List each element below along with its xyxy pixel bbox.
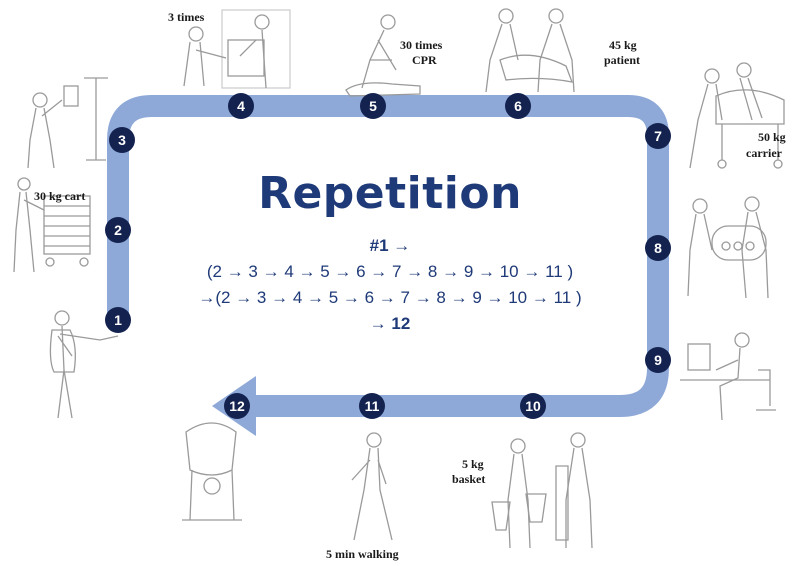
step-badge-6: 6 — [505, 93, 531, 119]
label-3-times: 3 times — [168, 10, 205, 24]
figure-carrier-icon — [689, 62, 785, 169]
figure-computer-icon — [680, 332, 776, 421]
figure-basket-icon — [491, 432, 593, 549]
step-badge-4: 4 — [228, 93, 254, 119]
figure-walking-icon — [351, 432, 393, 541]
figure-box-icon — [183, 9, 291, 89]
step-badge-1: 1 — [105, 307, 131, 333]
label-carrier-weight: 50 kg — [758, 130, 786, 144]
label-walking: 5 min walking — [326, 547, 399, 561]
diagram-title: Repetition — [258, 168, 522, 219]
figure-cpr-icon — [345, 14, 421, 97]
label-cpr-count: 30 times — [400, 38, 443, 52]
figure-stretching-icon — [49, 310, 119, 419]
figure-iv-stand-icon — [27, 77, 108, 169]
step-badge-5: 5 — [360, 93, 386, 119]
step-badge-3: 3 — [109, 127, 135, 153]
label-patient: patient — [604, 53, 640, 67]
sequence-round-2: →(2 → 3 → 4 → 5 → 6 → 7 → 8 → 9 → 10 → 1… — [198, 288, 582, 307]
step-badge-10: 10 — [520, 393, 546, 419]
figure-isolation-pod-icon — [687, 196, 769, 299]
label-patient-weight: 45 kg — [609, 38, 637, 52]
step-badge-11: 11 — [359, 393, 385, 419]
step-badge-8: 8 — [645, 235, 671, 261]
sequence-end: → 12 — [369, 314, 411, 333]
step-badge-9: 9 — [645, 347, 671, 373]
label-cpr: CPR — [412, 53, 437, 67]
circuit-path — [107, 95, 669, 417]
label-basket-weight: 5 kg — [462, 457, 484, 471]
label-cart: 30 kg cart — [34, 189, 86, 203]
label-carrier: carrier — [746, 146, 782, 160]
label-basket: basket — [452, 472, 486, 486]
figure-cart-icon — [13, 177, 91, 273]
sequence-round-1: (2 → 3 → 4 → 5 → 6 → 7 → 8 → 9 → 10 → 11… — [206, 262, 574, 281]
step-badge-2: 2 — [105, 217, 131, 243]
step-badge-7: 7 — [645, 123, 671, 149]
figure-bending-icon — [182, 422, 242, 521]
figure-patient-lift-icon — [485, 8, 575, 93]
sequence-start: #1 → — [369, 236, 411, 255]
step-badge-12: 12 — [224, 393, 250, 419]
